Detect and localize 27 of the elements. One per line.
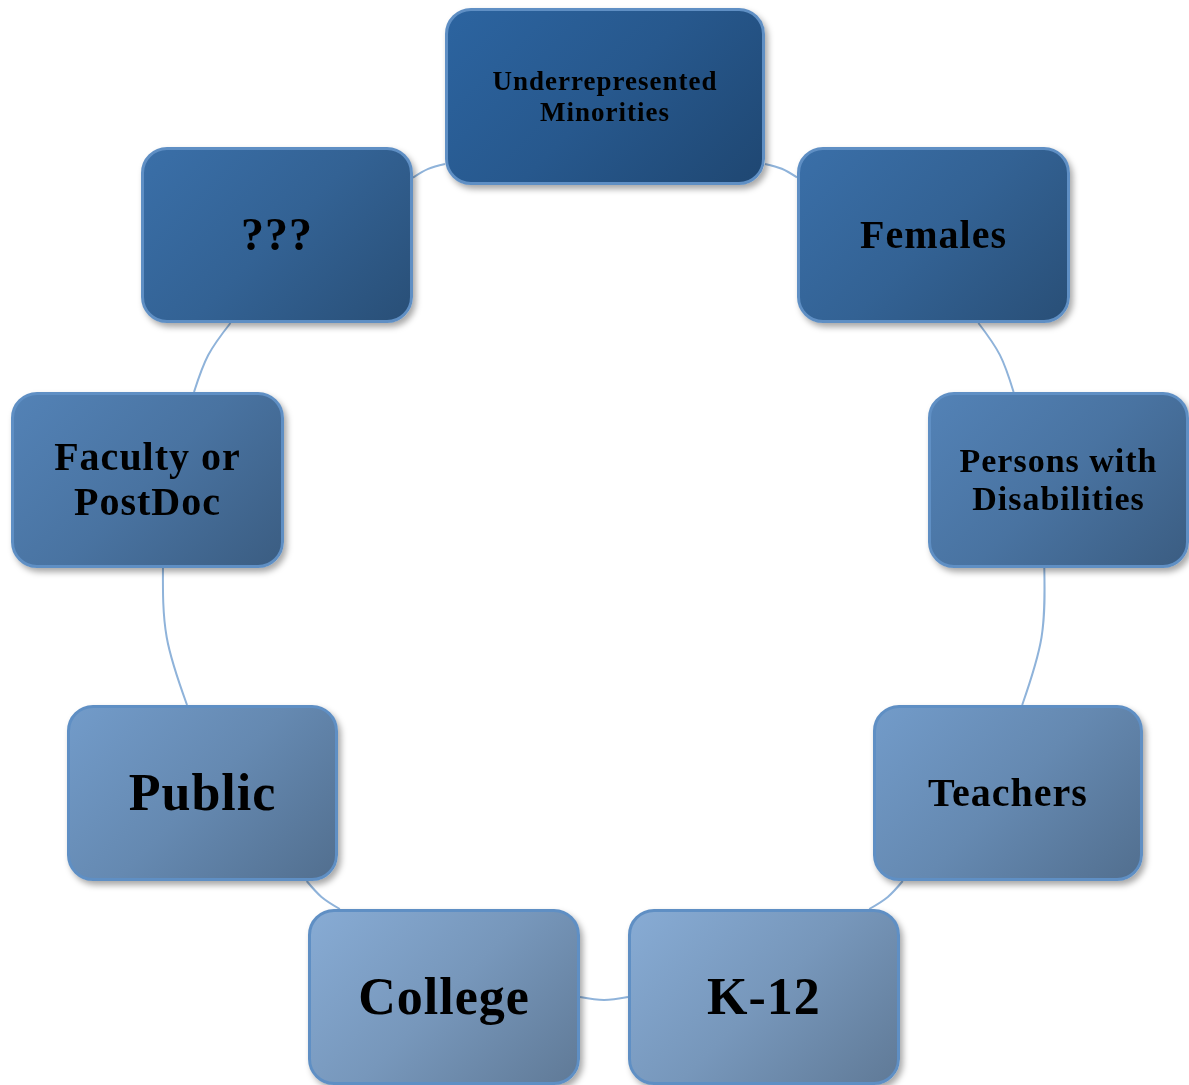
box-label: College <box>358 967 530 1027</box>
connector-line <box>1021 567 1046 706</box>
box-label: Faculty or PostDoc <box>53 435 242 525</box>
rounded-box <box>928 392 1189 568</box>
rounded-box <box>797 147 1070 323</box>
connector-line <box>193 322 232 393</box>
rounded-box <box>873 705 1143 881</box>
connector-line <box>579 996 629 1001</box>
box-label: Public <box>128 763 277 823</box>
box-label: Teachers <box>928 770 1088 816</box>
rounded-box <box>11 392 284 568</box>
box-label: ??? <box>241 209 313 261</box>
connector-line <box>305 880 341 910</box>
connector-line <box>868 880 904 910</box>
rounded-box <box>628 909 900 1085</box>
box-label: Females <box>860 212 1007 258</box>
connector-line <box>161 567 189 706</box>
box-label: K-12 <box>707 967 821 1027</box>
rounded-box <box>445 8 765 185</box>
rounded-box <box>67 705 338 881</box>
connector-line <box>764 162 798 179</box>
rounded-box <box>141 147 413 323</box>
rounded-box <box>308 909 580 1085</box>
box-label: Persons with Disabilities <box>958 441 1159 519</box>
connector-line <box>977 322 1015 393</box>
box-label: Underrepresented Minorities <box>491 66 719 127</box>
connector-line <box>412 163 446 179</box>
